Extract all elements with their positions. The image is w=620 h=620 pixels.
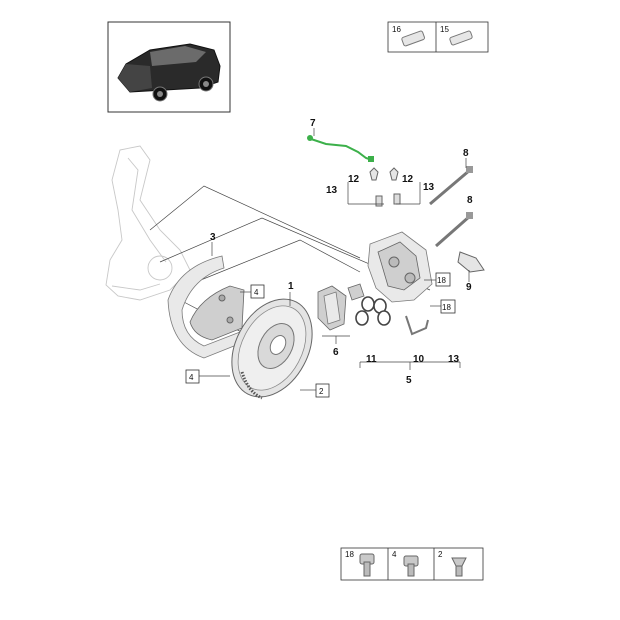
flange-bolt-icon: [359, 553, 375, 577]
label-disc: 1: [288, 281, 294, 292]
label-clips: 11: [366, 354, 377, 365]
label-cap: 13: [326, 185, 338, 196]
wear-sensor[interactable]: [307, 135, 374, 162]
brake-shield[interactable]: [167, 255, 245, 359]
countersunk-screw-icon: [451, 557, 467, 577]
spreader-pins[interactable]: [405, 315, 429, 336]
brake-caliper[interactable]: [367, 231, 433, 303]
svg-text:2: 2: [319, 387, 324, 396]
label-bleeder-b: 12: [402, 174, 414, 185]
label-bleeder: 12: [348, 174, 360, 185]
steering-knuckle-ghost: [105, 145, 191, 301]
svg-text:18: 18: [442, 303, 451, 312]
callout-box-caliper-screw-b[interactable]: 18: [440, 299, 456, 314]
grease-tube-icon: [401, 30, 425, 47]
seal-rings[interactable]: [355, 296, 391, 326]
legend-item-15-label: 15: [440, 25, 449, 34]
callout-box-disc-screw[interactable]: 2: [315, 383, 330, 398]
paste-tube-icon: [449, 30, 473, 46]
svg-text:18: 18: [437, 276, 446, 285]
callout-box-shield-screw-b[interactable]: 4: [185, 369, 200, 384]
brake-disc[interactable]: [216, 285, 328, 411]
vehicle-thumbnail[interactable]: [107, 21, 231, 113]
legend-item-4-label: 4: [392, 550, 397, 559]
hex-bolt-icon: [403, 555, 419, 577]
retaining-spring[interactable]: [457, 251, 485, 273]
group-brackets: [322, 182, 461, 370]
bleeder-valves[interactable]: [369, 167, 401, 207]
label-cap-c: 13: [448, 354, 460, 365]
legend-item-18-label: 18: [345, 550, 354, 559]
legend-item-2-label: 2: [438, 550, 443, 559]
label-wear-sensor: 7: [310, 118, 316, 129]
brake-pads[interactable]: [317, 283, 365, 331]
label-bolt: 8: [463, 148, 469, 159]
guide-bolts[interactable]: [429, 166, 473, 248]
callout-box-shield-screw[interactable]: 4: [250, 284, 265, 299]
label-cap-b: 13: [423, 182, 435, 193]
label-spring: 9: [466, 282, 472, 293]
bottom-legend: 18 4 2: [340, 547, 484, 581]
callout-box-caliper-screw[interactable]: 18: [435, 272, 451, 287]
label-pads: 6: [333, 347, 339, 358]
label-pins: 10: [413, 354, 425, 365]
label-bolt-b: 8: [467, 195, 473, 206]
top-legend: 16 15: [387, 21, 489, 53]
svg-text:4: 4: [254, 288, 259, 297]
label-caliper-assembly: 5: [406, 375, 412, 386]
label-shield: 3: [210, 232, 216, 243]
svg-text:4: 4: [189, 373, 194, 382]
legend-item-16-label: 16: [392, 25, 401, 34]
